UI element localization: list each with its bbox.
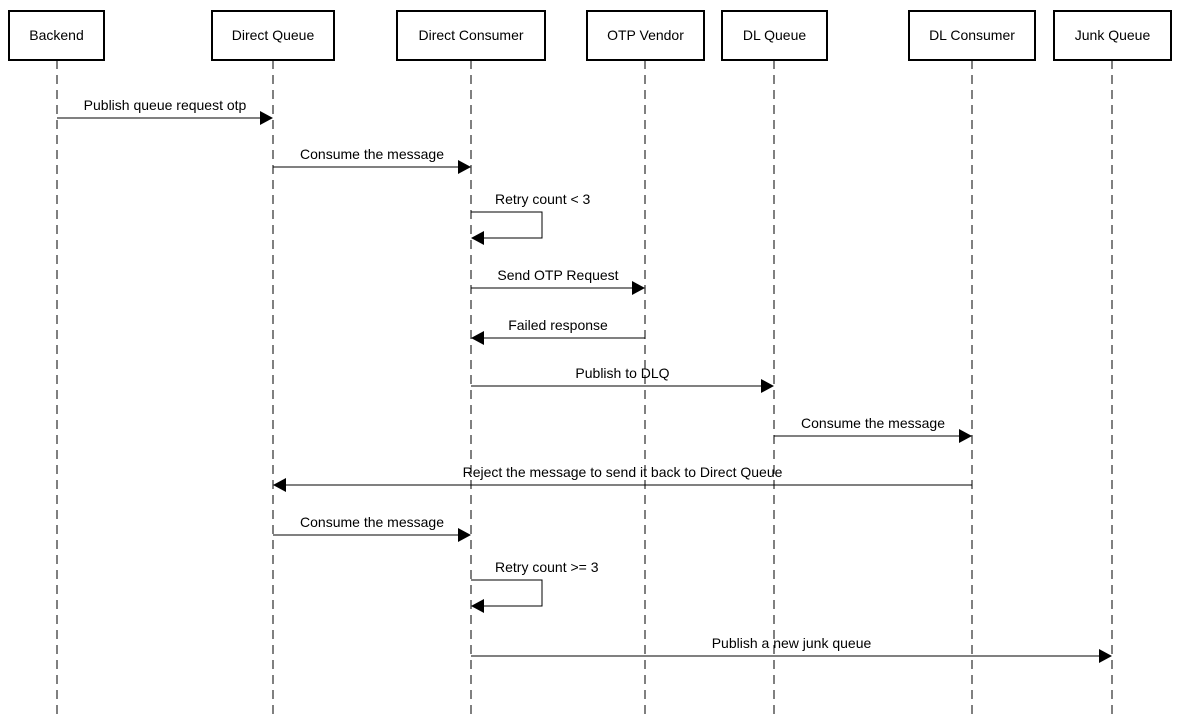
participant-direct-consumer: Direct Consumer <box>396 10 546 61</box>
participant-box <box>586 10 705 61</box>
participant-label: DL Consumer <box>929 27 1015 43</box>
participant-direct-queue: Direct Queue <box>211 10 335 61</box>
message-label: Publish a new junk queue <box>712 635 872 651</box>
message-label: Consume the message <box>300 514 444 530</box>
message-label: Retry count < 3 <box>495 191 591 207</box>
arrowhead <box>761 379 774 393</box>
participant-box <box>396 10 546 61</box>
message-label: Consume the message <box>801 415 945 431</box>
message-2: Consume the message <box>273 146 471 174</box>
arrowhead <box>458 160 471 174</box>
message-10: Retry count >= 3 <box>471 559 599 613</box>
message-11: Publish a new junk queue <box>471 635 1112 663</box>
participant-label: Junk Queue <box>1075 27 1151 43</box>
arrowhead <box>458 528 471 542</box>
arrowhead <box>273 478 286 492</box>
message-1: Publish queue request otp <box>57 97 273 125</box>
participant-label: Direct Consumer <box>418 27 523 43</box>
message-5: Failed response <box>471 317 645 345</box>
message-line <box>471 211 543 239</box>
arrowhead <box>471 599 484 613</box>
participant-box <box>908 10 1036 61</box>
arrowhead <box>1099 649 1112 663</box>
lifelines <box>56 60 1113 717</box>
message-label: Reject the message to send it back to Di… <box>463 464 783 480</box>
message-label: Failed response <box>508 317 608 333</box>
participant-box <box>721 10 828 61</box>
participant-box <box>211 10 335 61</box>
message-9: Consume the message <box>273 514 471 542</box>
message-label: Publish queue request otp <box>84 97 247 113</box>
participant-label: DL Queue <box>743 27 807 43</box>
arrowhead <box>260 111 273 125</box>
message-label: Publish to DLQ <box>575 365 669 381</box>
participant-junk-queue: Junk Queue <box>1053 10 1172 61</box>
arrowhead <box>959 429 972 443</box>
participant-label: Direct Queue <box>232 27 315 43</box>
participant-box <box>8 10 105 61</box>
participant-backend: Backend <box>8 10 105 61</box>
message-label: Send OTP Request <box>497 267 618 283</box>
arrowhead <box>632 281 645 295</box>
message-7: Consume the message <box>774 415 972 443</box>
message-4: Send OTP Request <box>471 267 645 295</box>
participant-label: Backend <box>29 27 83 43</box>
message-label: Retry count >= 3 <box>495 559 599 575</box>
arrowhead <box>471 231 484 245</box>
message-label: Consume the message <box>300 146 444 162</box>
arrowhead <box>471 331 484 345</box>
message-3: Retry count < 3 <box>471 191 591 245</box>
participant-label: OTP Vendor <box>607 27 684 43</box>
participants: Backend Direct Queue Direct Consumer OTP Ve… <box>8 10 1172 61</box>
message-line <box>471 579 543 607</box>
participant-otp-vendor: OTP Vendor <box>586 10 705 61</box>
participant-dl-queue: DL Queue <box>721 10 828 61</box>
participant-box <box>1053 10 1172 61</box>
participant-dl-consumer: DL Consumer <box>908 10 1036 61</box>
message-8: Reject the message to send it back to Di… <box>273 464 972 492</box>
message-6: Publish to DLQ <box>471 365 774 393</box>
